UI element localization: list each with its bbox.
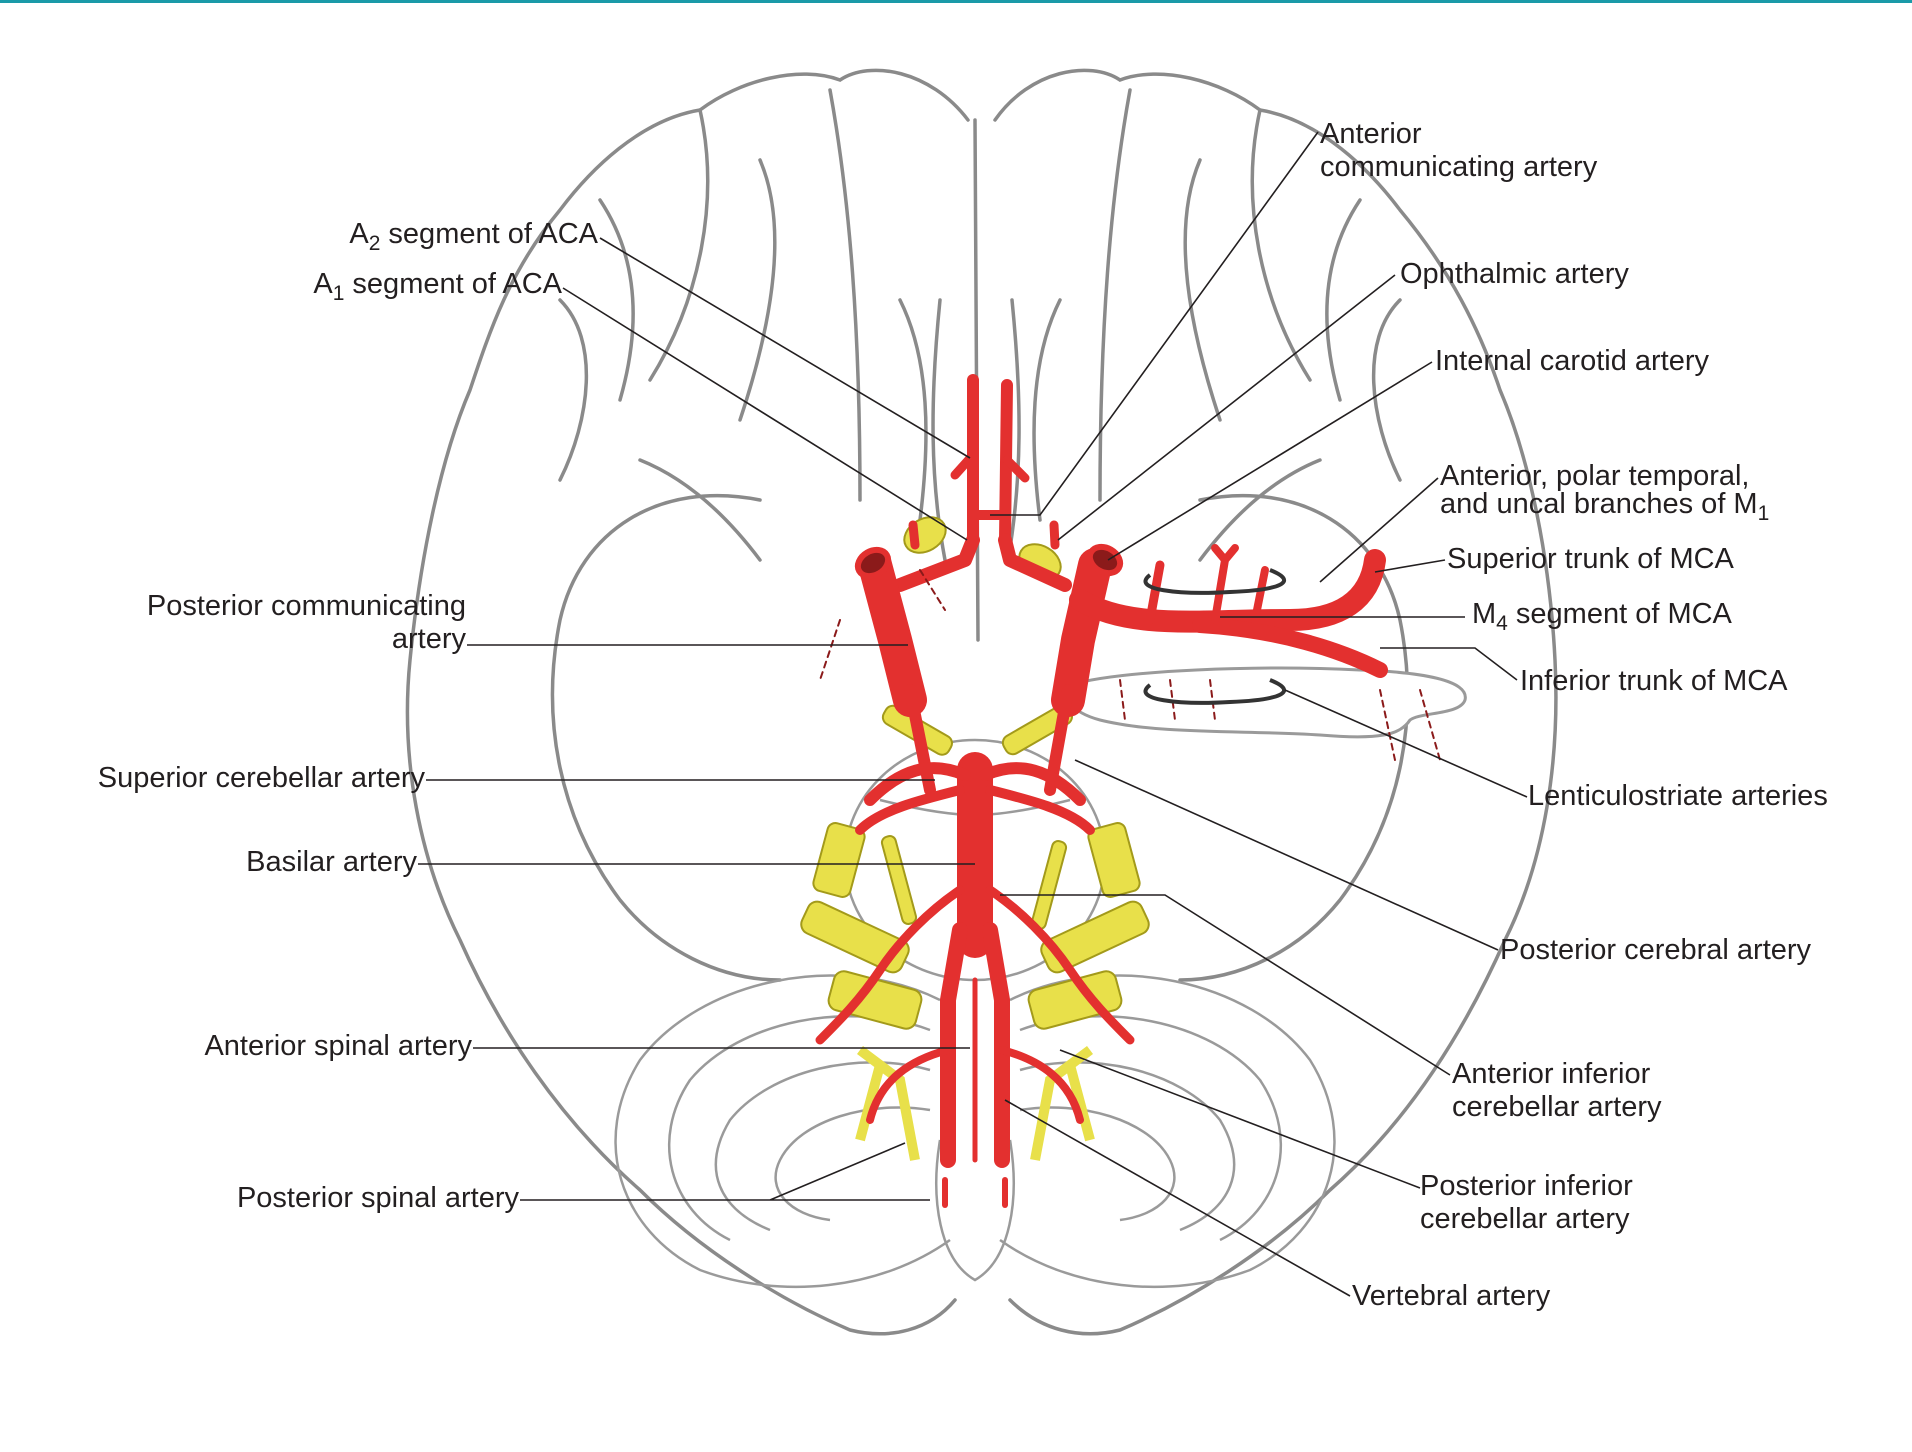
cerebellum-right [999, 974, 1336, 1289]
brain-outline [405, 68, 1558, 1336]
leader-a2 [599, 237, 971, 459]
nerve-facial-left [800, 900, 910, 974]
lenticulostriate-5 [1419, 689, 1441, 761]
lenticulostriate-bracket [1143, 678, 1286, 705]
label-m4-segment: M4 segment of MCA [1472, 598, 1732, 635]
aca-branch-left [950, 450, 978, 480]
nerve-facial-right [1040, 900, 1150, 974]
right-hemisphere-outline [993, 68, 1558, 1336]
ica-ostium-right [1086, 543, 1124, 577]
m1-branch-3 [1251, 566, 1269, 624]
leader-pica [1059, 1049, 1421, 1189]
vessel-ostia [854, 543, 1124, 580]
left-frontal-gyri [558, 88, 928, 562]
m1-branches-bracket [1143, 568, 1286, 595]
label-basilar-artery: Basilar artery [246, 846, 417, 878]
leader-a1 [562, 287, 968, 541]
cerebellum-left [614, 974, 951, 1289]
olfactory-right [1006, 298, 1021, 562]
right-frontal-gyri [1032, 88, 1402, 562]
pca-left [864, 762, 971, 806]
aica-right [985, 885, 1135, 1045]
medulla [935, 1139, 1015, 1282]
ophthalmic-left [908, 520, 920, 550]
label-lenticulostriate-arteries: Lenticulostriate arteries [1528, 780, 1828, 812]
pica-left [866, 1046, 952, 1124]
label-inferior-trunk-mca: Inferior trunk of MCA [1520, 665, 1788, 697]
label-ophthalmic-artery: Ophthalmic artery [1400, 258, 1629, 290]
label-m1-branches: Anterior, polar temporal,and uncal branc… [1440, 460, 1770, 525]
vertebral-left [940, 922, 968, 1168]
aca-a1-left [893, 533, 980, 592]
sca-left [855, 785, 965, 835]
lenticulostriate-1 [1119, 679, 1126, 721]
leader-sup-trunk [1374, 559, 1446, 573]
label-a2-segment: A2 segment of ACA [349, 218, 598, 255]
vertebral-right [982, 922, 1010, 1168]
right-temporal-lobe [1178, 494, 1410, 982]
label-superior-cerebellar-artery: Superior cerebellar artery [97, 762, 425, 794]
aica-left [815, 885, 965, 1045]
leader-vertebral [1004, 1099, 1351, 1297]
ophthalmic-right [1049, 520, 1060, 550]
label-vertebral-artery: Vertebral artery [1352, 1280, 1551, 1312]
leader-inf-trunk [1380, 647, 1518, 681]
left-temporal-lobe [550, 494, 782, 982]
nerve-hypoglossal-right [1030, 1046, 1095, 1161]
leader-pca [1074, 759, 1499, 951]
aca-branch-right [1002, 455, 1030, 483]
perforator-left [819, 569, 946, 681]
nerve-glosso-left [827, 970, 923, 1030]
leader-ica [1107, 361, 1433, 561]
left-hemisphere-outline [405, 68, 970, 1336]
nerve-trigeminal-left [812, 822, 866, 898]
leader-acom [990, 131, 1319, 516]
m1-branch-1 [1145, 560, 1165, 625]
ica-right [1051, 548, 1112, 717]
cranial-nerves [800, 516, 1150, 1161]
label-superior-trunk-mca: Superior trunk of MCA [1447, 543, 1734, 575]
leader-lines [418, 131, 1528, 1297]
leader-ophthalmic [1057, 274, 1396, 541]
nerve-abducens-right [1030, 840, 1068, 930]
m1-branch-2 [1211, 544, 1239, 624]
pca-right [979, 762, 1086, 806]
cerebellum [614, 974, 1336, 1289]
aca-a1-right [998, 533, 1072, 592]
nerve-abducens-left [880, 835, 918, 925]
ica-left [858, 548, 927, 717]
lenticulostriate-3 [1209, 679, 1216, 721]
leader-m1 [1319, 477, 1439, 583]
leader-aica [1000, 894, 1451, 1076]
bracket-rings [1143, 568, 1286, 705]
arteries [815, 374, 1441, 1208]
insula-cut [1064, 666, 1467, 739]
nerve-glosso-right [1027, 970, 1123, 1030]
mca-right [1069, 549, 1386, 633]
nerve-hypoglossal-left [855, 1046, 920, 1161]
label-a1-segment: A1 segment of ACA [313, 268, 562, 305]
leader-lenticulostriate [1284, 689, 1528, 798]
label-anterior-spinal-artery: Anterior spinal artery [204, 1030, 472, 1062]
label-posterior-spinal-artery: Posterior spinal artery [236, 1182, 519, 1214]
nerve-trigeminal-right [1087, 822, 1141, 898]
lenticulostriate-4 [1379, 689, 1396, 761]
label-posterior-cerebral-artery: Posterior cerebral artery [1500, 934, 1812, 966]
mca-inferior-trunk [1192, 617, 1388, 678]
leader-psa [520, 1142, 930, 1201]
ica-ostium-left [854, 546, 892, 580]
top-accent-bar [0, 0, 1912, 3]
lenticulostriate-2 [1169, 679, 1176, 721]
pica-right [998, 1046, 1084, 1124]
label-internal-carotid-artery: Internal carotid artery [1435, 345, 1710, 377]
sca-right [985, 785, 1095, 835]
